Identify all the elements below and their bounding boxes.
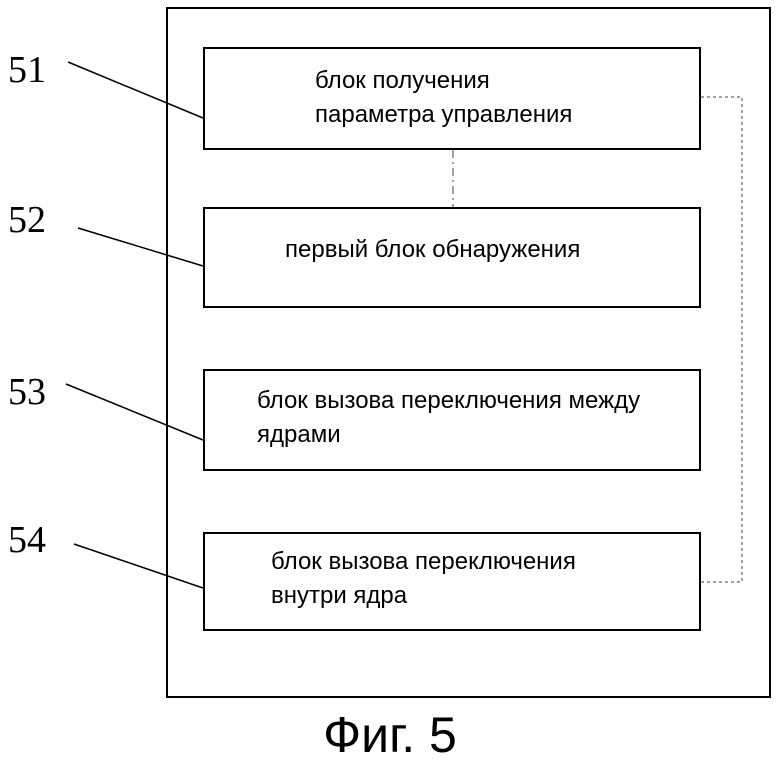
figure-caption: Фиг. 5	[0, 706, 780, 764]
leader-line-52	[78, 228, 203, 266]
ref-number-52: 52	[8, 198, 46, 242]
leader-line-54	[74, 544, 203, 588]
block-54-line-2: внутри ядра	[271, 580, 407, 611]
block-54-intra-core-switch: блок вызова переключения внутри ядра	[203, 532, 701, 631]
block-53-line-1: блок вызова переключения между	[257, 385, 640, 416]
block-52-line-1: первый блок обнаружения	[285, 234, 580, 265]
ref-number-53: 53	[8, 370, 46, 414]
ref-number-51: 51	[8, 48, 46, 92]
block-52-first-detection: первый блок обнаружения	[203, 207, 701, 308]
leader-line-53	[66, 384, 203, 440]
block-54-line-1: блок вызова переключения	[271, 546, 576, 577]
ref-number-54: 54	[8, 518, 46, 562]
leader-line-51	[68, 62, 203, 118]
block-51-line-2: параметра управления	[315, 99, 572, 130]
dashed-link-51-54	[701, 97, 742, 582]
block-53-inter-core-switch: блок вызова переключения между ядрами	[203, 369, 701, 471]
block-51-line-1: блок получения	[315, 65, 490, 96]
block-53-line-2: ядрами	[257, 419, 341, 450]
block-51-control-parameter: блок получения параметра управления	[203, 47, 701, 150]
